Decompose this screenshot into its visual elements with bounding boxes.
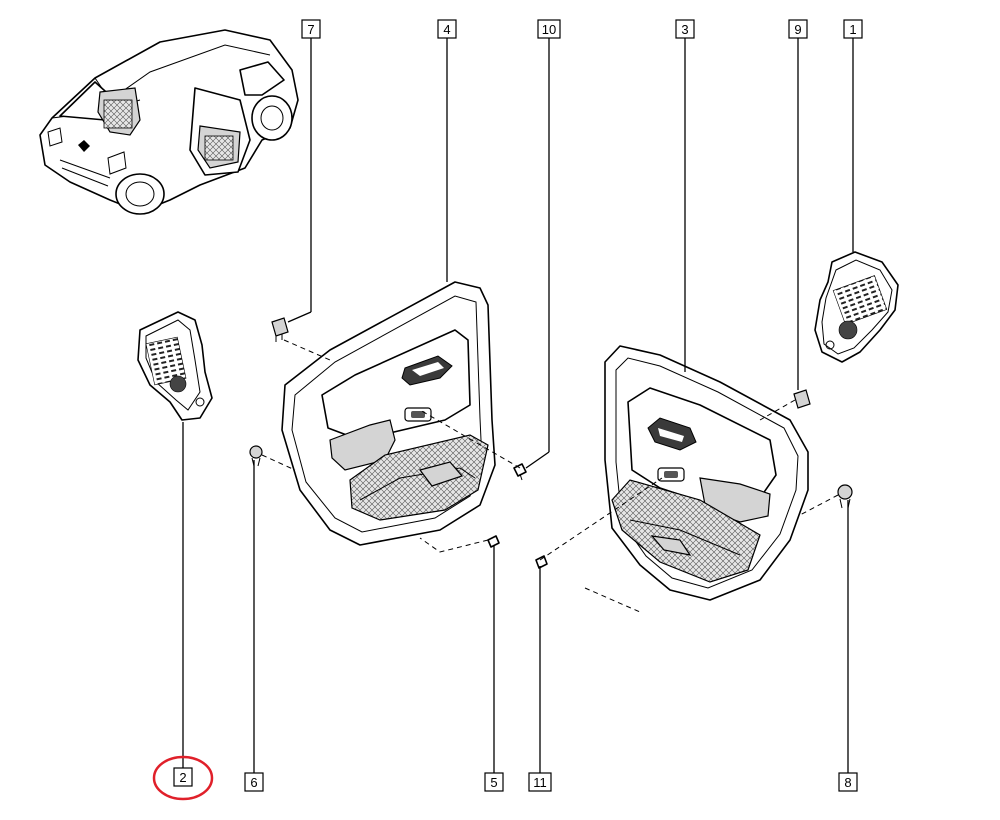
label-8-text: 8 xyxy=(844,775,851,790)
part-3-door-panel xyxy=(604,345,809,601)
label-11-text: 11 xyxy=(533,775,547,790)
label-2: 2 xyxy=(173,767,193,787)
label-5: 5 xyxy=(484,772,504,792)
assembly-lines xyxy=(261,339,839,613)
label-10: 10 xyxy=(537,19,561,39)
car-illustration xyxy=(39,29,299,215)
highlight-circle xyxy=(152,755,214,801)
part-1-speaker-cover xyxy=(814,251,899,363)
label-6-text: 6 xyxy=(250,775,257,790)
label-9-text: 9 xyxy=(794,22,801,37)
part-9-clip xyxy=(793,389,811,409)
label-4-text: 4 xyxy=(443,22,450,37)
label-11: 11 xyxy=(528,772,552,792)
label-7: 7 xyxy=(301,19,321,39)
label-7-text: 7 xyxy=(307,22,314,37)
part-2-speaker-cover xyxy=(137,311,213,421)
part-6-clip xyxy=(249,445,263,467)
part-10-screw xyxy=(513,463,527,481)
label-1-text: 1 xyxy=(849,22,856,37)
part-11-screw xyxy=(535,555,548,569)
label-5-text: 5 xyxy=(490,775,497,790)
label-6: 6 xyxy=(244,772,264,792)
label-1: 1 xyxy=(843,19,863,39)
leader-lines xyxy=(182,38,854,773)
label-2-text: 2 xyxy=(179,770,186,785)
label-9: 9 xyxy=(788,19,808,39)
part-5-screw xyxy=(487,535,500,548)
label-4: 4 xyxy=(437,19,457,39)
label-10-text: 10 xyxy=(542,22,556,37)
label-3: 3 xyxy=(675,19,695,39)
part-7-clip xyxy=(271,317,289,342)
label-8: 8 xyxy=(838,772,858,792)
part-8-clip xyxy=(837,484,853,509)
part-4-door-panel xyxy=(281,281,496,546)
label-3-text: 3 xyxy=(681,22,688,37)
